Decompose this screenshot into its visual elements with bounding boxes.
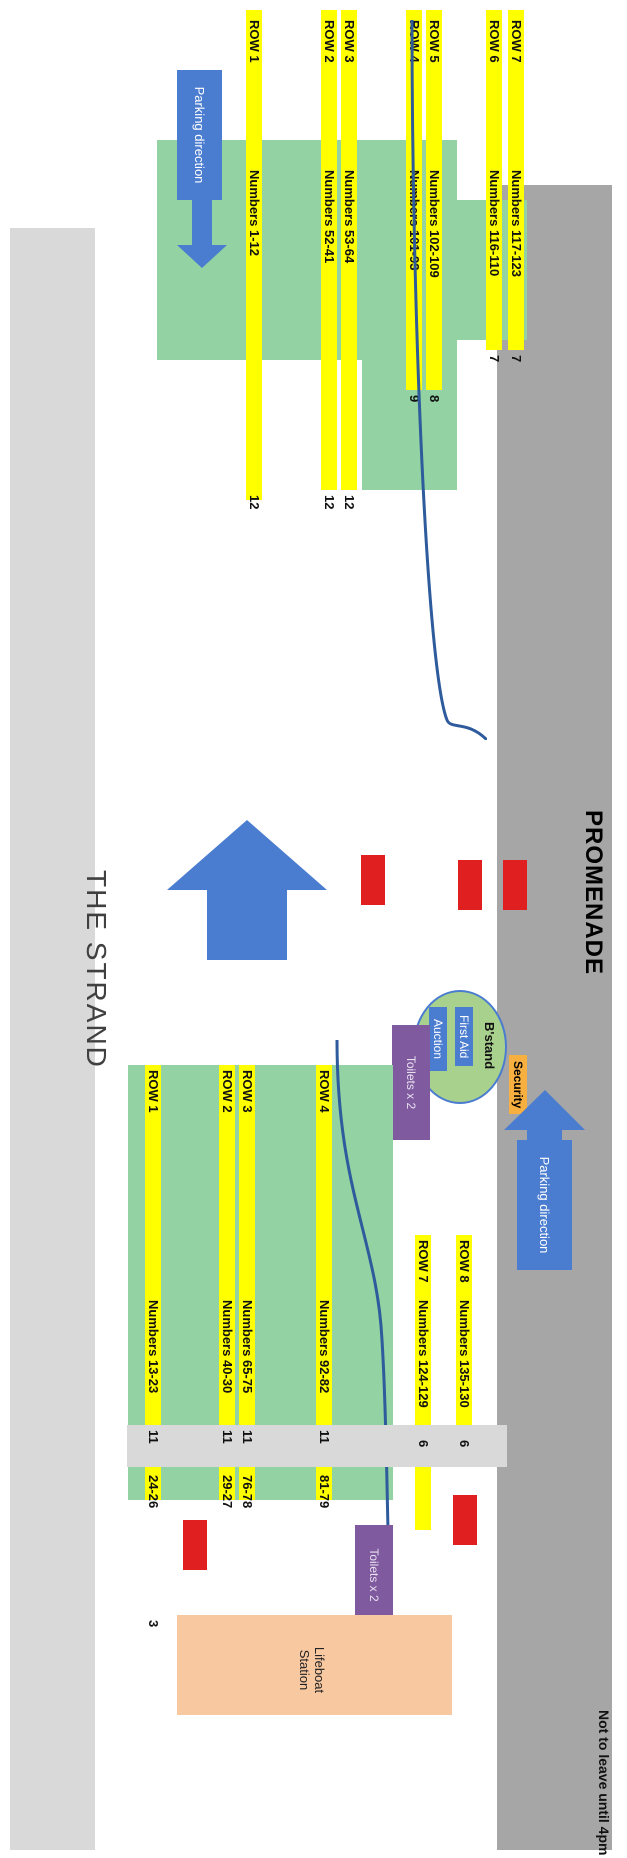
- count-12b: 12: [322, 495, 337, 510]
- right-row1-label: ROW 1: [146, 1070, 161, 1113]
- first-aid-label: First Aid: [455, 1007, 473, 1067]
- right-top-yellow-stub: [415, 1500, 431, 1530]
- parking-direction-left: Parking direction: [177, 70, 222, 200]
- left-row6-label: ROW 6: [487, 20, 502, 63]
- parking-arrow-left-icon: [177, 200, 227, 268]
- left-row7-numbers: Numbers 117-123: [509, 170, 524, 277]
- strand-title: THE STRAND: [81, 870, 112, 1069]
- right-row3-numbers: Numbers 65-75: [240, 1300, 255, 1394]
- count-row6: 7: [487, 355, 502, 363]
- parking-arrow-right-icon: [504, 1090, 585, 1150]
- marker-red-5: [183, 1520, 207, 1570]
- right-row1-extra: 24-26: [146, 1475, 161, 1509]
- parking-direction-right: Parking direction: [517, 1140, 572, 1270]
- marker-red-1: [503, 860, 527, 910]
- marker-red-4: [453, 1495, 477, 1545]
- right-row2-numbers: Numbers 40-30: [220, 1300, 235, 1394]
- count-12a: 12: [342, 495, 357, 510]
- right-row3-extra: 76-78: [240, 1475, 255, 1509]
- left-row7-label: ROW 7: [509, 20, 524, 63]
- lifeboat-label: Lifeboat Station: [297, 1646, 327, 1694]
- entry-arrow-icon: [167, 820, 327, 960]
- count-11d: 11: [146, 1430, 161, 1444]
- traffic-curve-right: [335, 1040, 391, 1560]
- toilets-label-right: Toilets x 2: [367, 1548, 381, 1602]
- right-row2-label: ROW 2: [220, 1070, 235, 1113]
- bandstand-title: B'stand: [482, 1022, 497, 1070]
- count-6b: 6: [416, 1440, 431, 1448]
- left-row1-label: ROW 1: [247, 20, 262, 63]
- right-row8-numbers: Numbers 135-130: [457, 1300, 472, 1408]
- parking-direction-label-right: Parking direction: [537, 1156, 552, 1254]
- left-row3-numbers: Numbers 53-64: [342, 170, 357, 264]
- left-row6-numbers: Numbers 116-110: [487, 170, 502, 277]
- parking-direction-label: Parking direction: [192, 86, 207, 184]
- left-row1-numbers: Numbers 1-12: [247, 170, 262, 256]
- toilets-block-right: Toilets x 2: [355, 1525, 393, 1625]
- count-6a: 6: [457, 1440, 472, 1448]
- right-row8-label: ROW 8: [457, 1240, 472, 1283]
- left-row2-numbers: Numbers 52-41: [322, 170, 337, 264]
- marker-red-2: [458, 860, 482, 910]
- count-row7: 7: [509, 355, 524, 363]
- traffic-curve-top: [410, 20, 487, 740]
- promenade-title: PROMENADE: [580, 810, 607, 976]
- strand-strip: [497, 185, 612, 1850]
- right-row2-extra: 29-27: [220, 1475, 235, 1509]
- not-to-leave-note: Not to leave until 4pm: [596, 1710, 612, 1856]
- right-row4-extra: 81-79: [317, 1475, 332, 1509]
- left-row3-label: ROW 3: [342, 20, 357, 63]
- right-row1-numbers: Numbers 13-23: [146, 1300, 161, 1394]
- left-row2-label: ROW 2: [322, 20, 337, 63]
- count-11b: 11: [240, 1430, 255, 1444]
- marker-red-3: [361, 855, 385, 905]
- count-12c: 12: [247, 495, 262, 510]
- promenade-strip: [10, 228, 95, 1850]
- right-row3-label: ROW 3: [240, 1070, 255, 1113]
- count-11c: 11: [220, 1430, 235, 1444]
- count-3d: 3: [146, 1620, 161, 1628]
- count-11a: 11: [317, 1430, 332, 1444]
